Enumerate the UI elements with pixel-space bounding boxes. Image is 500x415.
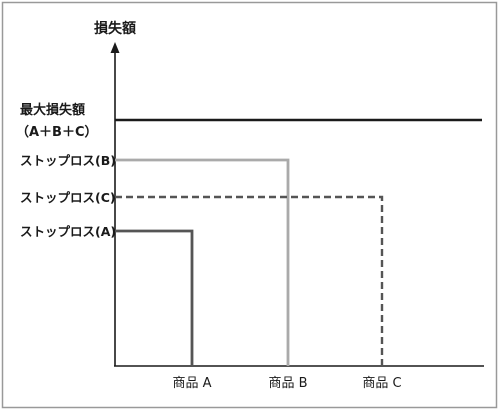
figure-border — [1, 1, 498, 409]
product-c-label: 商品 C — [362, 376, 401, 391]
stop-loss-a-line — [115, 229, 194, 366]
stop-loss-a-label: ストップロス(A) — [20, 224, 116, 239]
stop-loss-b-label: ストップロス(B) — [20, 153, 116, 168]
stop-loss-b-line — [115, 158, 290, 366]
y-axis-arrow-icon — [110, 42, 120, 53]
max-loss-sublabel: （A＋B＋C） — [16, 124, 98, 140]
max-loss-label: 最大損失額 — [20, 102, 85, 118]
product-a-label: 商品 A — [172, 376, 211, 391]
y-axis-label: 損失額 — [94, 20, 136, 37]
product-b-label: 商品 B — [268, 376, 307, 391]
stop-loss-c-label: ストップロス(C) — [20, 190, 116, 205]
stop-loss-c-line — [115, 195, 384, 366]
